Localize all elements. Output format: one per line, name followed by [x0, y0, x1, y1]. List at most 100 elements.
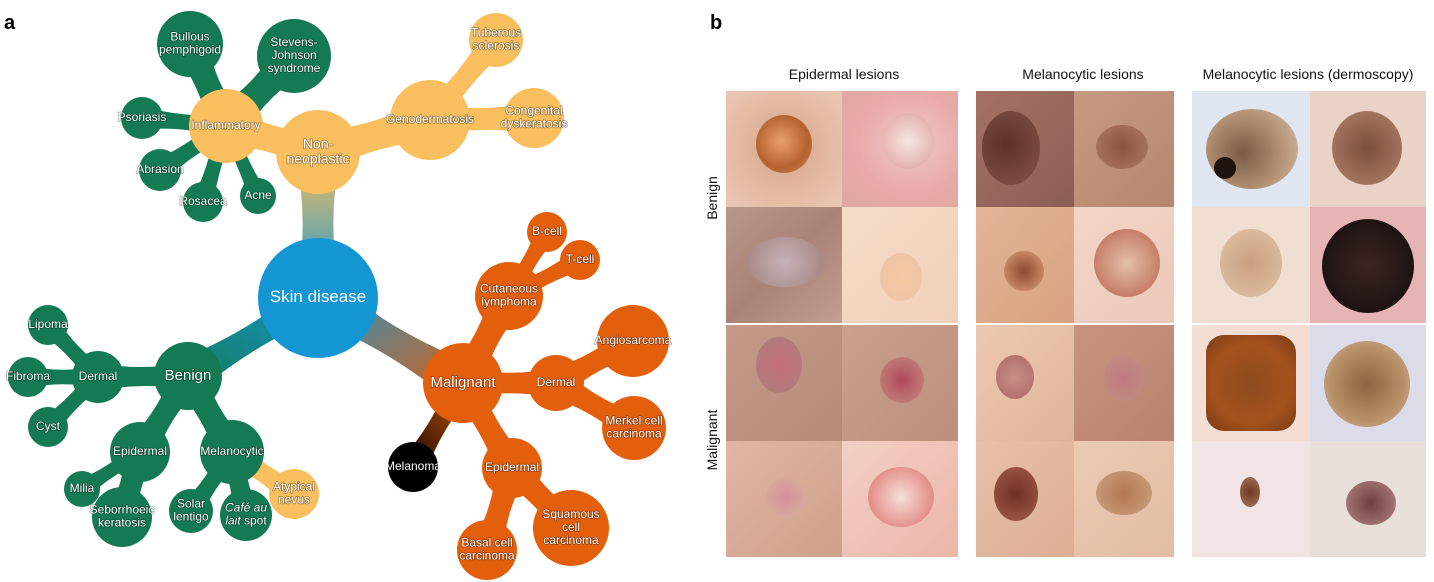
lesion-photo	[842, 91, 958, 207]
tree-node-melan	[388, 442, 438, 492]
lesion-photo	[1310, 441, 1426, 557]
tree-label-cyst: Cyst	[36, 419, 61, 433]
tree-node-merk	[602, 396, 666, 460]
tree-node-cafe	[220, 489, 272, 541]
lesion-photo	[842, 325, 958, 441]
lesion-photo	[726, 441, 842, 557]
tree-node-acn	[240, 178, 276, 214]
lesion-photo	[726, 207, 842, 323]
tree-label-non: Non-neoplastic	[286, 135, 349, 166]
tree-label-inf: Inflammatory	[191, 118, 260, 132]
tree-node-mil	[64, 471, 100, 507]
tree-label-tcell: T-cell	[566, 252, 595, 266]
tree-node-scc	[533, 490, 609, 566]
tree-node-atyp	[269, 469, 319, 519]
panel-label-a: a	[4, 12, 16, 34]
tree-node-cong	[504, 88, 564, 148]
lesion-photo	[726, 325, 842, 441]
lesion-photo	[1310, 91, 1426, 207]
lesion-photo	[842, 207, 958, 323]
lesion-photo	[1074, 91, 1174, 207]
tree-label-gen: Genodermatosis	[386, 112, 474, 126]
tree-node-mder	[528, 355, 584, 411]
tree-node-bcell	[527, 212, 567, 252]
lesion-photo	[1310, 207, 1426, 323]
tree-label-pso: Psoriasis	[118, 110, 167, 124]
tree-label-bcell: B-cell	[532, 224, 562, 238]
lesion-photo	[1192, 91, 1310, 207]
tree-label-acn: Acne	[244, 188, 272, 202]
tree-label-bepi: Epidermal	[113, 444, 167, 458]
tree-label-fib: Fibroma	[6, 369, 50, 383]
lesion-photo	[1074, 207, 1174, 323]
lesion-photo	[976, 441, 1074, 557]
column-header-dermoscopy: Melanocytic lesions (dermoscopy)	[1202, 66, 1414, 82]
tree-node-bder	[72, 351, 124, 403]
tree-label-mder: Dermal	[537, 375, 576, 389]
tree-node-fib	[8, 357, 48, 397]
lesion-photo	[842, 441, 958, 557]
tree-node-lymph	[475, 262, 543, 330]
tree-node-ben	[154, 342, 222, 410]
tree-label-melan: Melanoma	[385, 459, 441, 473]
lesion-photo	[726, 91, 842, 207]
tree-node-sjs	[257, 19, 331, 93]
tree-node-mepi	[482, 438, 542, 498]
tree-node-bmel	[200, 420, 264, 484]
tree-node-ang	[597, 305, 669, 377]
tree-node-cyst	[28, 407, 68, 447]
lesion-photo	[1074, 325, 1174, 441]
tree-label-ben: Benign	[165, 367, 212, 384]
tree-node-bepi	[110, 422, 170, 482]
tree-label-mal: Malignant	[430, 374, 496, 391]
tree-label-abr: Abrasion	[136, 162, 183, 176]
tree-label-mil: Milia	[70, 481, 95, 495]
tree-node-mal	[423, 343, 503, 423]
tree-node-sebk	[92, 487, 152, 547]
tree-label-root: Skin disease	[270, 287, 366, 306]
tree-node-lip	[28, 305, 68, 345]
tree-node-abr	[139, 149, 181, 191]
tree-node-sol	[169, 489, 213, 533]
skin-disease-taxonomy-tree: Skin disease Non-neoplastic Inflammatory Bu…	[5, 11, 672, 580]
tree-node-non	[276, 110, 360, 194]
tree-label-bder: Dermal	[79, 369, 118, 383]
tree-label-lip: Lipoma	[28, 317, 68, 331]
tree-node-root	[258, 238, 378, 358]
tree-node-bcc	[457, 520, 517, 580]
tree-label-bmel: Melanocytic	[200, 444, 263, 458]
column-header-melanocytic: Melanocytic lesions	[1022, 66, 1144, 82]
lesion-photo	[1310, 325, 1426, 441]
lesion-photo	[1192, 441, 1310, 557]
tree-label-ang: Angiosarcoma	[595, 333, 672, 347]
column-header-epidermal: Epidermal lesions	[788, 66, 900, 82]
tree-node-bp	[157, 11, 223, 77]
tree-node-tub	[469, 13, 523, 67]
lesion-photo	[976, 91, 1074, 207]
tree-label-mepi: Epidermal	[485, 460, 539, 474]
lesion-photo	[1192, 325, 1310, 441]
tree-node-gen	[390, 80, 470, 160]
tree-node-pso	[121, 97, 163, 139]
tree-label-ros: Rosacea	[179, 194, 227, 208]
tree-node-inf	[189, 89, 263, 163]
panel-label-b: b	[710, 12, 723, 34]
tree-node-tcell	[560, 240, 600, 280]
lesion-photo	[1074, 441, 1174, 557]
lesion-photo	[1192, 207, 1310, 323]
tree-node-ros	[183, 182, 223, 222]
row-label-malignant: Malignant	[704, 409, 720, 471]
